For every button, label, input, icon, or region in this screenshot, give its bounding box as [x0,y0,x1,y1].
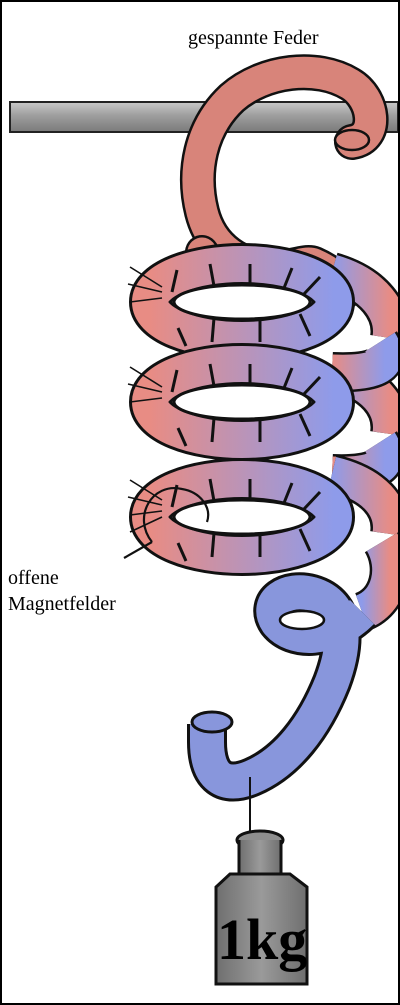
spring-coil-1 [150,264,391,346]
weight-icon: 1kg [216,831,307,984]
weight-label: 1kg [217,907,307,972]
side-label-line-1: offene [8,567,59,589]
side-label-line-2: Magnetfelder [8,593,116,615]
spring-coil-3 [150,442,391,561]
top-label: gespannte Feder [188,27,319,49]
spring-coil-2 [150,342,391,446]
